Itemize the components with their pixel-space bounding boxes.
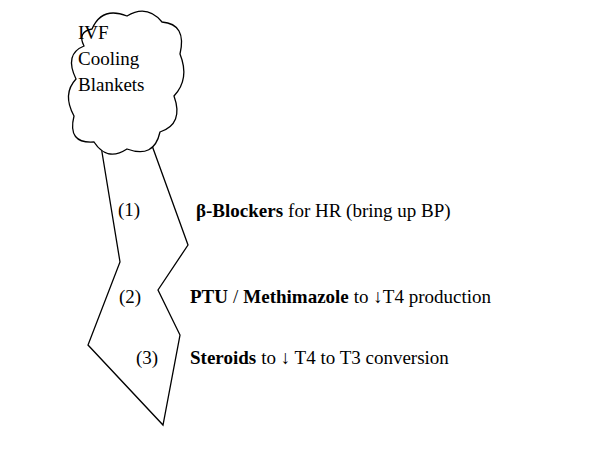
callout-number: (1) (118, 197, 140, 223)
drug-name: Methimazole (243, 285, 349, 309)
annotation-text: to ↓ T4 to T3 conversion (261, 346, 449, 370)
annotation-text: to ↓T4 production (354, 285, 491, 309)
annotation-line: PTU/Methimazoleto ↓T4 production (190, 285, 496, 309)
bolt-outline (88, 140, 188, 425)
callout-number: (2) (119, 284, 141, 310)
lightning-bolt-outline (85, 140, 195, 430)
cloud-outline (68, 11, 183, 154)
annotation-line: β-Blockersfor HR (bring up BP) (196, 199, 456, 223)
drug-name: PTU (190, 285, 228, 309)
annotation-text: for HR (bring up BP) (288, 199, 451, 223)
cloud-shape: IVF Cooling Blankets (62, 4, 190, 164)
annotation-text: / (233, 285, 238, 309)
drug-name: Steroids (190, 346, 256, 370)
cloud-text: IVF Cooling Blankets (78, 20, 158, 98)
annotation-line: Steroidsto ↓ T4 to T3 conversion (190, 346, 454, 370)
callout-number: (3) (136, 345, 158, 371)
lightning-bolt: (1) (2) (3) (85, 140, 195, 430)
drug-name: β-Blockers (196, 199, 283, 223)
